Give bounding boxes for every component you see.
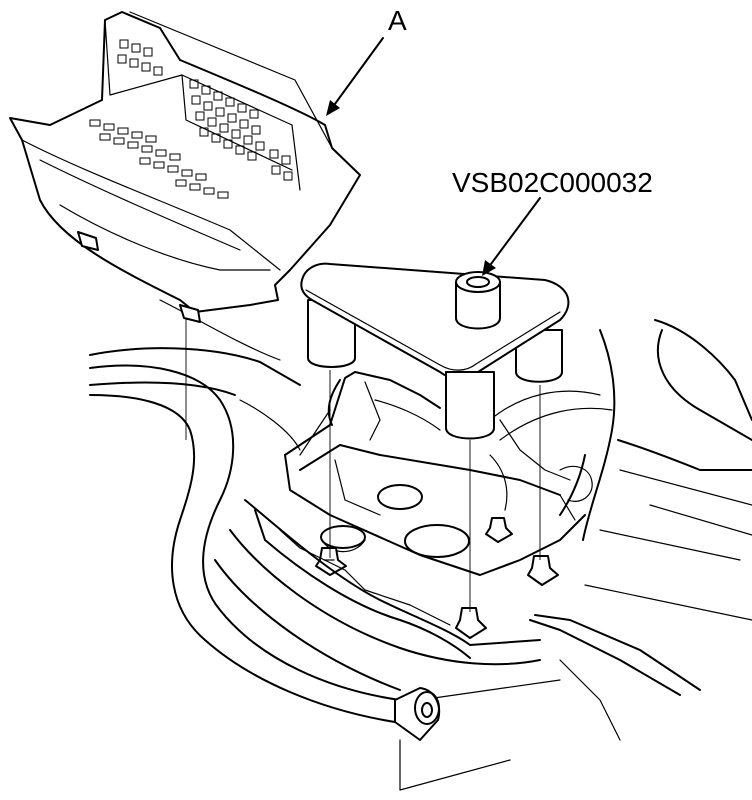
strut-housing <box>284 371 586 639</box>
body-frame <box>89 299 752 621</box>
label-a: A <box>388 5 407 36</box>
label-tool-number: VSB02C000032 <box>452 167 653 198</box>
cover-grille <box>89 39 293 199</box>
leader-tool <box>482 197 541 276</box>
special-tool <box>300 262 570 440</box>
mount-stud-center <box>455 607 487 639</box>
drain-hose <box>89 364 440 741</box>
mount-stud-right <box>527 555 559 586</box>
cowl-cover-a <box>9 11 361 323</box>
alignment-lines <box>185 318 541 612</box>
mount-stud-rear <box>485 517 513 543</box>
leader-a <box>326 37 384 116</box>
cowl-trim <box>214 499 701 791</box>
